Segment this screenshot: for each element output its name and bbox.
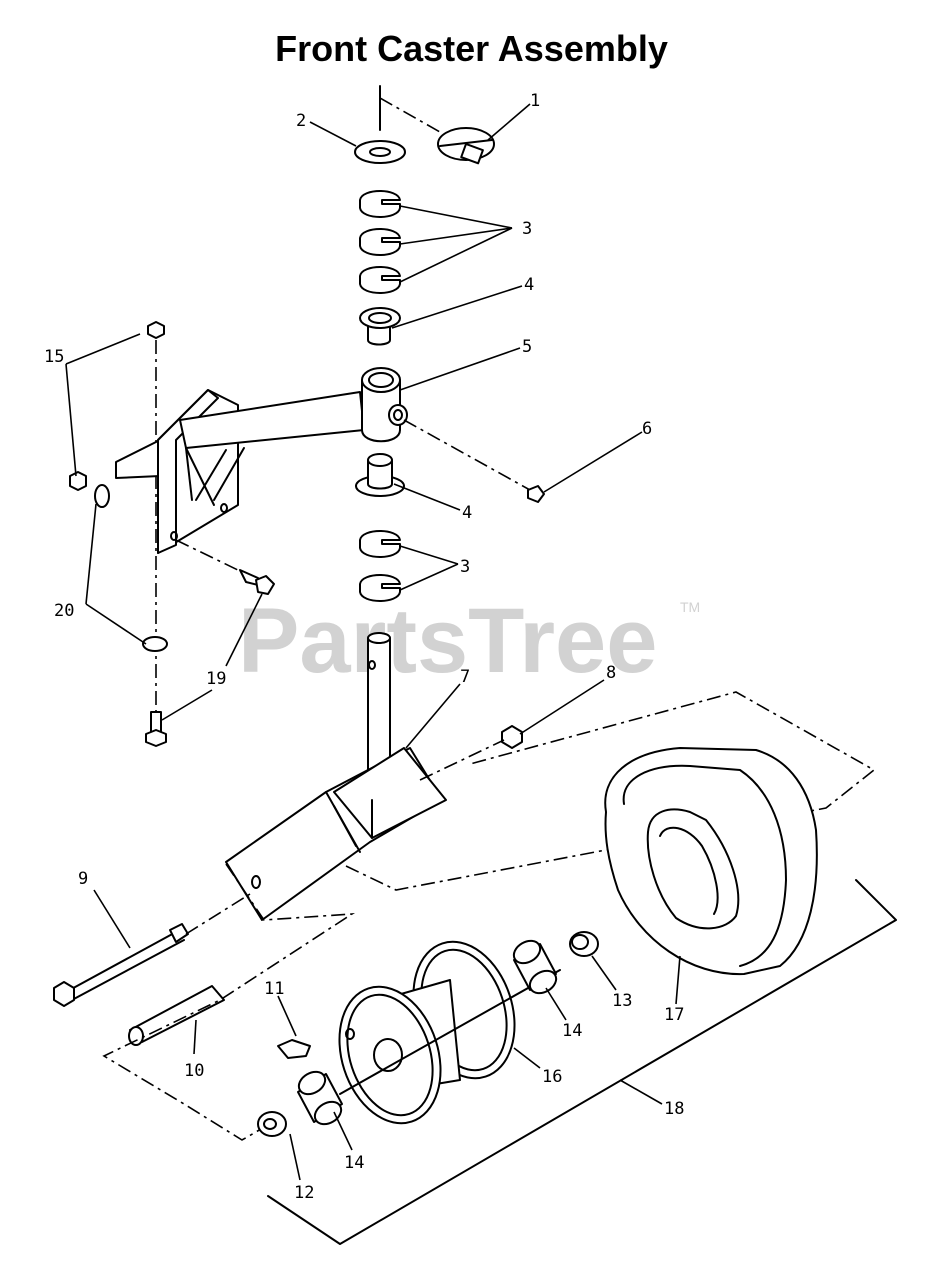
callout-4-lower: 4 — [462, 503, 472, 523]
part-grease-fitting-icon — [527, 485, 545, 503]
callout-4-upper: 4 — [524, 275, 534, 295]
callout-3-lower: 3 — [460, 557, 470, 577]
callout-14-left: 14 — [344, 1153, 364, 1173]
leader-dash-8 — [419, 739, 505, 781]
part-clip-icon — [437, 127, 495, 165]
callout-11: 11 — [264, 979, 284, 999]
callout-19: 19 — [206, 669, 226, 689]
part-caster-arm-icon — [115, 389, 365, 554]
callout-10: 10 — [184, 1061, 204, 1081]
callout-12: 12 — [294, 1183, 314, 1203]
part-tire-icon — [604, 747, 818, 976]
part-seal-icon — [257, 931, 599, 1137]
part-axle-bolt-icon — [53, 923, 189, 1007]
leader-dash-18-upper — [345, 691, 876, 891]
callout-14-right: 14 — [562, 1021, 582, 1041]
leader-dash-6 — [403, 419, 531, 491]
part-flat-washer-icon — [94, 484, 168, 652]
callout-20: 20 — [54, 601, 74, 621]
leader-dash-1 — [379, 97, 441, 133]
part-bolt-icon — [145, 711, 167, 747]
part-nut-icon — [501, 725, 523, 749]
callout-3-upper: 3 — [522, 219, 532, 239]
leader-dash-9 — [185, 893, 251, 935]
part-spring-washer-icon — [359, 530, 401, 602]
callout-9: 9 — [78, 869, 88, 889]
callout-labels: 1 2 3 3 4 4 5 6 7 8 9 10 11 12 13 14 14 … — [44, 91, 684, 1203]
part-wheel-hub-icon — [338, 940, 561, 1125]
part-nut-icon — [69, 321, 165, 491]
part-spacer-icon — [128, 985, 225, 1046]
part-pivot-tube-icon — [361, 367, 408, 443]
part-roller-bearing-icon — [297, 939, 558, 1126]
part-bolt-icon — [175, 539, 275, 595]
part-bushing-icon — [359, 307, 401, 346]
callout-13: 13 — [612, 991, 632, 1011]
callout-leaders — [65, 103, 681, 1181]
part-grease-fitting-icon — [277, 1039, 311, 1059]
callout-17: 17 — [664, 1005, 684, 1025]
callout-1: 1 — [530, 91, 540, 111]
callout-8: 8 — [606, 663, 616, 683]
callout-15: 15 — [44, 347, 64, 367]
callout-16: 16 — [542, 1067, 562, 1087]
callout-7: 7 — [460, 667, 470, 687]
part-bushing-icon — [355, 453, 405, 497]
callout-5: 5 — [522, 337, 532, 357]
part-caster-fork-icon — [225, 632, 447, 921]
part-spring-washer-icon — [359, 190, 401, 294]
part-washer-icon — [354, 140, 406, 164]
watermark-tm: TM — [680, 599, 700, 615]
callout-2: 2 — [296, 111, 306, 131]
group-bracket-18 — [267, 879, 897, 1245]
callout-6: 6 — [642, 419, 652, 439]
callout-18: 18 — [664, 1099, 684, 1119]
leader-dash-10 — [102, 863, 356, 1141]
watermark-logo: PartsTree TM — [238, 590, 700, 692]
watermark-text: PartsTree — [238, 590, 657, 692]
diagram-title: Front Caster Assembly — [275, 28, 668, 69]
